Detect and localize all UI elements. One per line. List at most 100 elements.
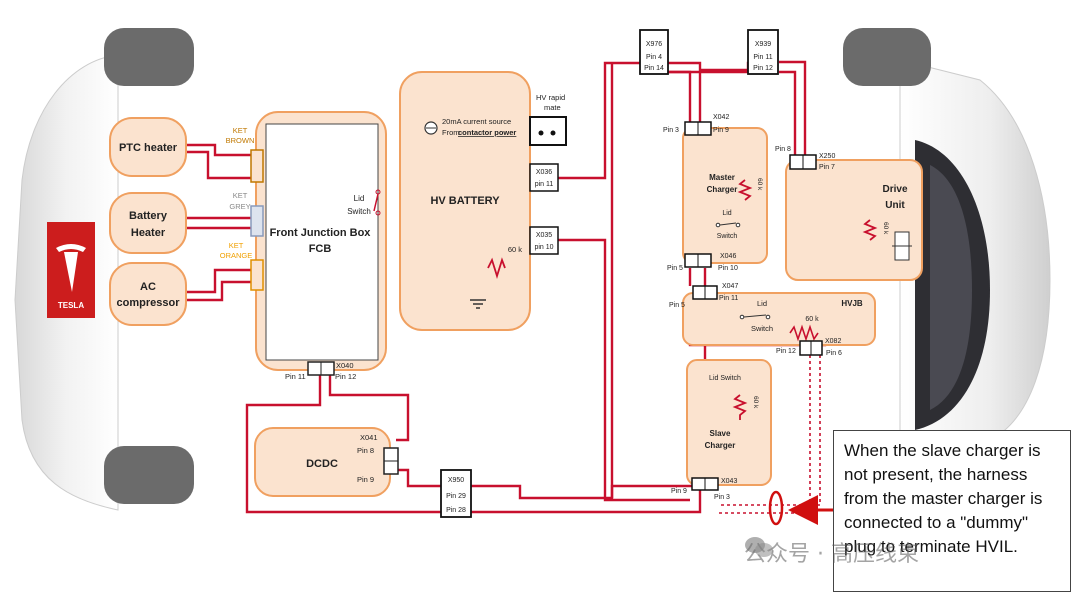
ket-orange-1: KET: [229, 241, 244, 250]
rear-left-wheel: [843, 28, 931, 86]
x043-pin3: Pin 3: [714, 494, 730, 501]
battery-current-2a: From: [442, 128, 460, 137]
dummy-plug-marker: [768, 490, 784, 526]
slave-charger: Lid Switch Slave Charger 60 k: [686, 359, 772, 486]
x950-pin29: Pin 29: [446, 493, 466, 500]
x047-pin11: Pin 11: [719, 295, 738, 302]
x041-pin9: Pin 9: [357, 475, 374, 484]
battery-resistor-label: 60 k: [508, 245, 522, 254]
slave-resistor-label: 60 k: [752, 396, 759, 409]
x041-pin8: Pin 8: [357, 446, 374, 455]
front-left-wheel: [104, 28, 194, 86]
car-rear: [843, 28, 1051, 441]
x042-pin3: Pin 3: [663, 127, 679, 134]
battery-heater-label-1: Battery: [129, 210, 168, 222]
hvjb-title: HVJB: [841, 299, 863, 308]
x042-pin9: Pin 9: [713, 127, 729, 134]
x035-pin: pin 10: [534, 244, 553, 251]
x250-label: X250: [819, 153, 835, 160]
tesla-logo: TESLA: [47, 222, 95, 318]
x042-label: X042: [713, 114, 729, 121]
x047-pin5: Pin 5: [669, 302, 685, 309]
x043-label: X043: [721, 478, 737, 485]
fcb-title-1: Front Junction Box: [270, 227, 372, 239]
hvjb-resistor-icon: [789, 324, 819, 342]
fcb-lid-2: Switch: [347, 207, 371, 216]
hvjb-lid-2: Switch: [751, 324, 773, 333]
drive-resistor-icon: [862, 219, 878, 241]
slave-lid: Lid Switch: [709, 375, 741, 382]
x950-pin28: Pin 28: [446, 507, 466, 514]
slave-resistor-icon: [732, 394, 748, 420]
master-title-2: Charger: [707, 185, 738, 194]
master-charger: Master Charger 60 k Lid Switch: [682, 127, 768, 264]
x976-label: X976: [646, 41, 662, 48]
master-title-1: Master: [709, 173, 735, 182]
rapid-mate-1: HV rapid: [536, 93, 565, 102]
drive-unit: Drive Unit 60 k: [785, 159, 923, 281]
rapid-mate-2: mate: [544, 103, 561, 112]
watermark-text: 公众号 · 高压线束: [744, 542, 919, 567]
x939-label: X939: [755, 41, 771, 48]
ac-label-2: compressor: [117, 297, 181, 309]
slave-title-1: Slave: [710, 429, 731, 438]
slave-title-2: Charger: [705, 441, 736, 450]
x041-label: X041: [360, 433, 378, 442]
x043-pin9: Pin 9: [671, 488, 687, 495]
x250-pin8: Pin 8: [775, 146, 791, 153]
ac-compressor-box: AC compressor: [109, 262, 187, 326]
x036-label: X036: [536, 169, 552, 176]
watermark: 公众号 · 高压线束: [744, 536, 919, 568]
drive-resistor-label: 60 k: [882, 222, 889, 235]
ket-brown-2: BROWN: [226, 136, 255, 145]
wechat-icon: [745, 537, 773, 557]
x082-label: X082: [825, 338, 841, 345]
x035-label: X035: [536, 232, 552, 239]
x046-pin5: Pin 5: [667, 265, 683, 272]
x046-pin10: Pin 10: [718, 265, 738, 272]
master-resistor-icon: [737, 179, 753, 201]
tesla-logo-text: TESLA: [58, 301, 84, 310]
x250-pin7: Pin 7: [819, 164, 835, 171]
hvjb-resistor-label: 60 k: [805, 316, 819, 323]
battery-heater-label-2: Heater: [131, 227, 166, 239]
master-resistor-label: 60 k: [756, 178, 763, 191]
x040-pin12: Pin 12: [335, 372, 356, 381]
master-lid-1: Lid: [722, 210, 731, 217]
battery-current-1: 20mA current source: [442, 117, 511, 126]
ptc-heater-box: PTC heater: [109, 117, 187, 177]
x950-label: X950: [448, 477, 464, 484]
x976-connector: [639, 29, 669, 75]
battery-current-2b: contactor power: [458, 128, 516, 137]
x082-pin12: Pin 12: [776, 348, 796, 355]
x950-connector: [440, 469, 472, 518]
drive-title-2: Unit: [885, 200, 905, 211]
ac-label-1: AC: [140, 281, 156, 293]
hv-battery: HV BATTERY 20mA current source From cont…: [399, 71, 531, 331]
ket-grey-1: KET: [233, 191, 248, 200]
ket-orange-connector: [250, 259, 264, 291]
master-lid-2: Switch: [717, 233, 738, 240]
x047-label: X047: [722, 283, 738, 290]
x046-label: X046: [720, 253, 736, 260]
hv-rapid-mate-connector: [529, 116, 567, 146]
ket-orange-2: ORANGE: [220, 251, 253, 260]
x035-connector: [529, 226, 559, 255]
x082-pin6: Pin 6: [826, 350, 842, 357]
fcb-title-2: FCB: [309, 243, 332, 255]
battery-resistor-icon: [487, 257, 506, 280]
ket-grey-2: GREY: [229, 202, 250, 211]
battery-heater-box: Battery Heater: [109, 192, 187, 254]
x040-pin11: Pin 11: [285, 372, 306, 381]
ket-grey-connector: [250, 205, 264, 237]
x040-label: X040: [336, 361, 354, 370]
x939-connector: [747, 29, 779, 75]
front-junction-box: Front Junction Box FCB Lid Switch: [255, 111, 387, 371]
hvjb-box: HVJB Lid Switch 60 k: [682, 292, 876, 346]
x976-pin14: Pin 14: [644, 65, 664, 72]
x939-pin12: Pin 12: [753, 65, 773, 72]
x976-pin4: Pin 4: [646, 54, 662, 61]
x939-pin11: Pin 11: [753, 54, 772, 61]
